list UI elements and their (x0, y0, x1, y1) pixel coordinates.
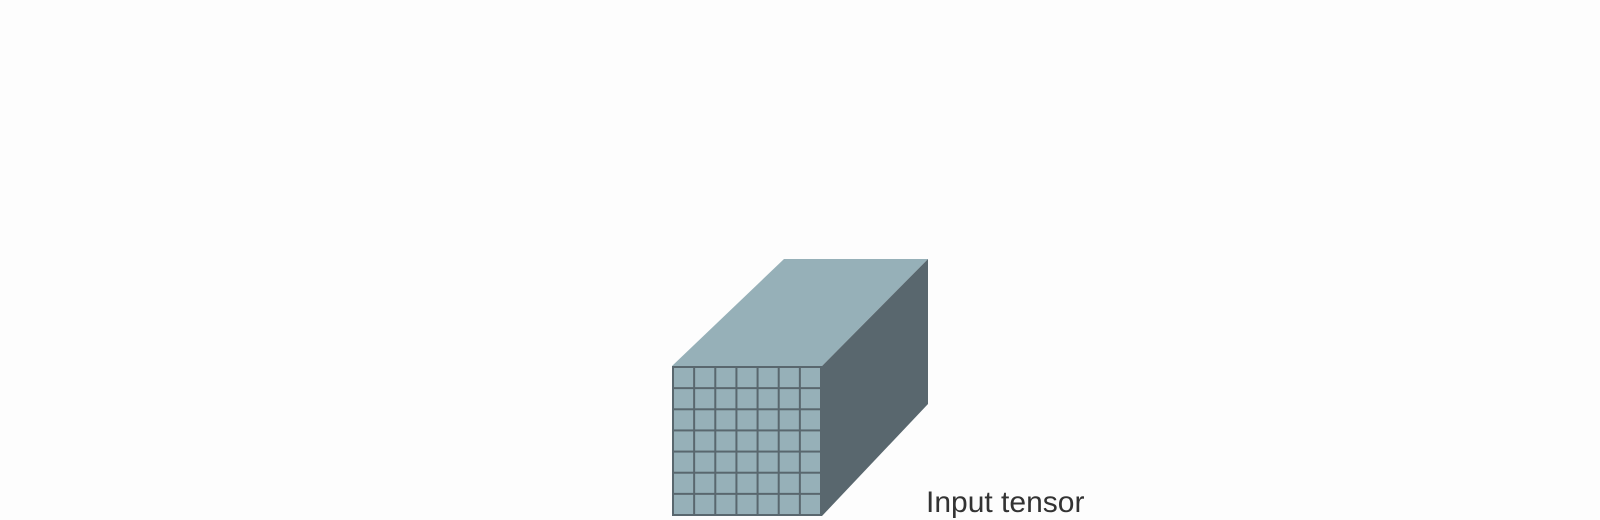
tensor-cell (674, 473, 694, 493)
tensor-cell (695, 494, 715, 514)
input-tensor-cube (672, 259, 928, 516)
tensor-cell (758, 389, 778, 409)
tensor-cell (737, 368, 757, 388)
tensor-cell (737, 494, 757, 514)
tensor-cell (758, 473, 778, 493)
tensor-cell (737, 452, 757, 472)
cube-side-face (822, 259, 928, 516)
tensor-cell (674, 410, 694, 430)
tensor-cell (716, 452, 736, 472)
tensor-cell (737, 389, 757, 409)
tensor-cell (716, 410, 736, 430)
tensor-cell (800, 494, 820, 514)
tensor-cell (695, 473, 715, 493)
tensor-cell (695, 410, 715, 430)
tensor-cell (779, 389, 799, 409)
tensor-cell (716, 368, 736, 388)
tensor-cell (779, 368, 799, 388)
tensor-cell (779, 473, 799, 493)
tensor-cell (674, 389, 694, 409)
tensor-cell (779, 452, 799, 472)
tensor-cell (737, 473, 757, 493)
input-tensor-label: Input tensor (926, 486, 1084, 519)
tensor-cell (737, 410, 757, 430)
cube-top-face (672, 259, 928, 366)
front-face-grid (674, 368, 820, 514)
tensor-cell (716, 494, 736, 514)
tensor-cell (716, 389, 736, 409)
tensor-cell (800, 473, 820, 493)
tensor-cell (800, 431, 820, 451)
tensor-cell (758, 368, 778, 388)
tensor-cell (800, 368, 820, 388)
tensor-cell (695, 431, 715, 451)
tensor-cell (674, 368, 694, 388)
tensor-cell (800, 452, 820, 472)
tensor-cell (779, 410, 799, 430)
tensor-cell (716, 473, 736, 493)
tensor-cell (674, 494, 694, 514)
tensor-cell (695, 368, 715, 388)
tensor-cell (695, 389, 715, 409)
tensor-cell (800, 389, 820, 409)
tensor-cell (716, 431, 736, 451)
tensor-cell (779, 431, 799, 451)
tensor-cell (779, 494, 799, 514)
tensor-cell (758, 410, 778, 430)
tensor-cell (737, 431, 757, 451)
tensor-cell (800, 410, 820, 430)
tensor-cell (758, 452, 778, 472)
tensor-cell (758, 431, 778, 451)
tensor-cell (758, 494, 778, 514)
tensor-cell (674, 431, 694, 451)
tensor-cell (674, 452, 694, 472)
tensor-cell (695, 452, 715, 472)
